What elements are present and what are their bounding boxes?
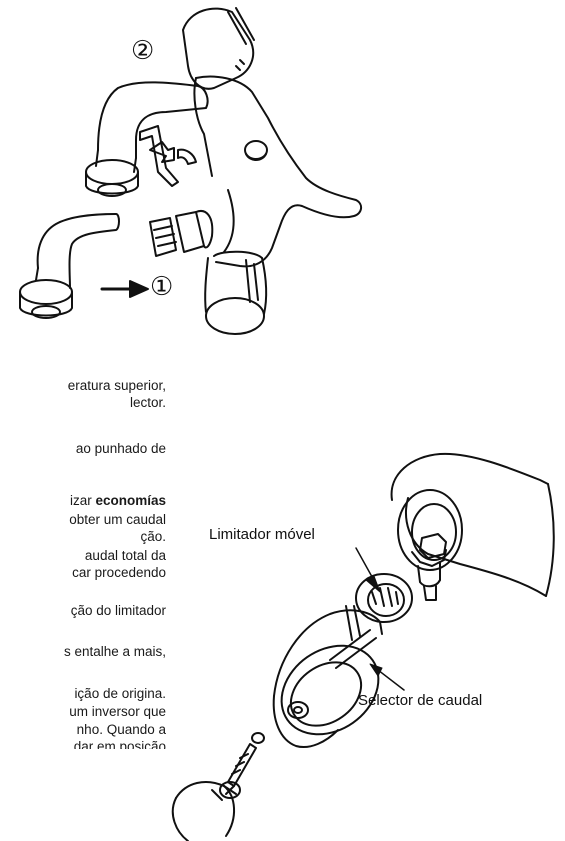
text-line-6: obter um caudal	[69, 512, 166, 527]
text-line-11: ção do limitador	[70, 603, 166, 618]
text-line-5: izar economías	[70, 493, 166, 509]
text-line-18: dar em posição	[73, 739, 166, 749]
instruction-text-block: eratura superior, lector. ao punhado de …	[0, 378, 166, 841]
step-marker-1: ①	[150, 272, 174, 302]
text-line-2: lector.	[129, 395, 166, 410]
label-limitador-movel: Limitador móvel	[209, 526, 315, 543]
text-line-1: eratura superior,	[67, 378, 166, 393]
text-line-17: nho. Quando a	[76, 722, 166, 737]
text-line-7: ção.	[140, 529, 166, 544]
text-line-15: ição de origina.	[74, 686, 166, 701]
step-marker-2: ②	[131, 36, 155, 66]
exploded-view-drawing	[171, 452, 555, 841]
text-line-8: audal total da	[84, 548, 166, 563]
callout-arrow-limitador	[355, 547, 381, 593]
bold-economias: economías	[95, 493, 166, 508]
text-line-3: ao punhado de	[75, 441, 166, 456]
mixer-body-drawing	[19, 7, 362, 335]
text-line-13: s entalhe a mais,	[63, 644, 166, 659]
label-selector-caudal: Selector de caudal	[358, 692, 483, 709]
text-line-9: car procedendo	[72, 565, 166, 580]
insert-arrow-icon	[100, 280, 149, 298]
callout-arrow-selector	[369, 663, 405, 691]
text-line-5-start: izar	[69, 493, 96, 508]
text-line-16: um inversor que	[69, 704, 166, 719]
